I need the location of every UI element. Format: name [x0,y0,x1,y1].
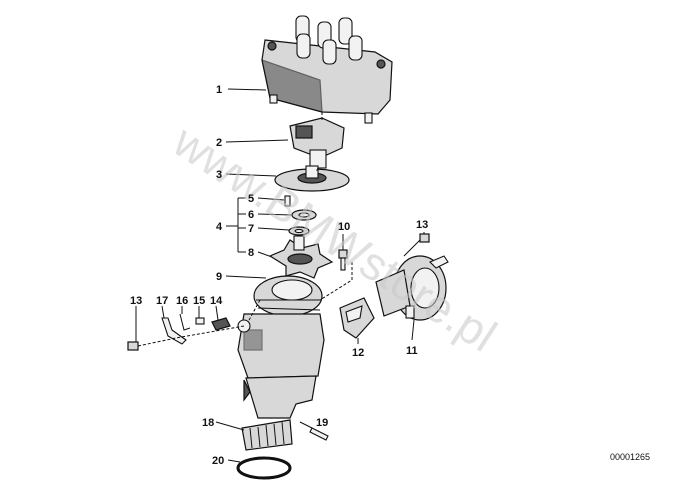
callout-9: 9 [216,271,222,283]
reference-number: 00001265 [610,452,650,462]
roll-pin [309,427,329,441]
distributor-housing [237,313,325,419]
callout-12: 12 [352,347,364,359]
callout-19: 19 [316,417,328,429]
callout-8: 8 [248,247,254,259]
callout-2: 2 [216,137,222,149]
clip-15 [195,317,205,325]
callout-7: 7 [248,223,254,235]
callout-20: 20 [212,455,224,467]
callout-16: 16 [176,295,188,307]
callout-3: 3 [216,169,222,181]
callout-5: 5 [248,193,254,205]
screw-13-left [127,341,139,351]
callout-10: 10 [338,221,350,233]
callout-1: 1 [216,84,222,96]
trigger-wheel [268,235,334,279]
small-parts-stack [284,195,317,236]
screw-13-right [403,233,430,257]
leader-lines [135,88,425,463]
pickup-assembly [253,275,323,317]
callout-labels: 1 2 3 4 5 6 7 8 9 10 11 12 13 13 14 15 1… [130,84,428,467]
clip-16 [179,313,191,331]
plug-14 [211,317,231,331]
callout-14: 14 [210,295,223,307]
drive-gear [241,419,293,451]
callout-11: 11 [406,345,418,357]
callout-6: 6 [248,209,254,221]
callout-17: 17 [156,295,168,307]
rotor [289,117,345,169]
o-ring [236,456,292,480]
dust-shield [274,165,350,192]
seal-12 [339,297,375,339]
callout-13-right: 13 [416,219,428,231]
callout-4: 4 [216,221,223,233]
pin-5 [284,195,291,207]
distributor-cap [261,15,393,124]
callout-15: 15 [193,295,205,307]
callout-18: 18 [202,417,214,429]
callout-13-left: 13 [130,295,142,307]
vacuum-unit [375,255,449,321]
assembly-lines [137,112,353,347]
